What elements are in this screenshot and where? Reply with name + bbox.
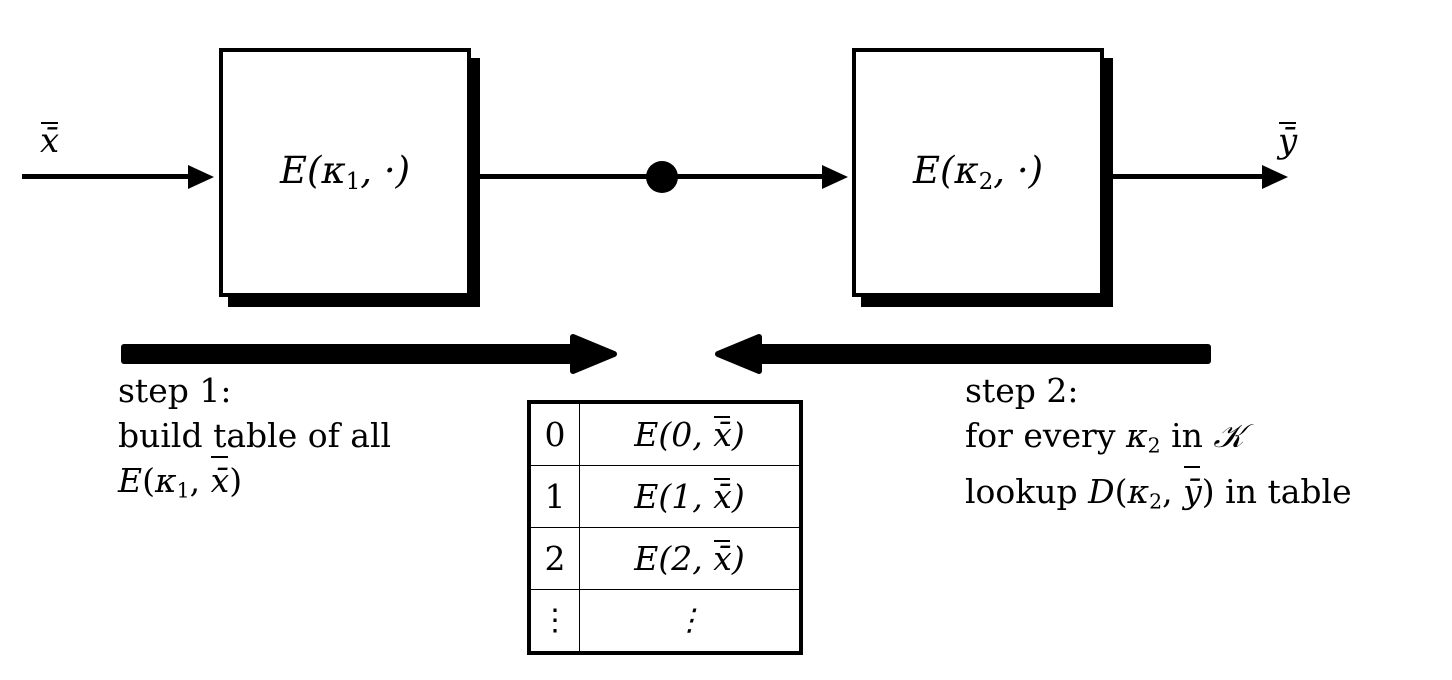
table-row[interactable]: 1 E(1, x̄) [528, 465, 802, 528]
step1-line2: build table of all [118, 416, 392, 455]
table-cell-value-ellipsis: ⋮ [579, 589, 802, 654]
encryption-box-1[interactable]: E(κ1, ·) [219, 48, 471, 297]
table-cell-key: 2 [528, 527, 580, 590]
enc2-input-arrowhead-icon [822, 165, 848, 189]
step2-heading: step 2: [965, 371, 1079, 410]
step1-arrow-icon [121, 334, 617, 374]
output-label-y-bar: ȳ [1278, 121, 1298, 161]
precomputed-encryption-table[interactable]: 0 E(0, x̄) 1 E(1, x̄) 2 E(2, x̄) ⋮ ⋮ [527, 400, 803, 655]
step2-caption: step 2: for every κ2 in 𝒦 lookup D(κ2, y… [965, 368, 1352, 524]
enc1-label: E(κ1, ·) [279, 148, 411, 195]
table-cell-value: E(2, x̄) [579, 527, 802, 590]
output-wire [1104, 174, 1268, 179]
input-wire [22, 174, 192, 179]
step1-line3: E(κ1, x̄) [118, 455, 391, 514]
output-arrowhead-icon [1262, 165, 1288, 189]
input-label-text: x̄ [40, 121, 60, 161]
table-row[interactable]: 0 E(0, x̄) [528, 401, 802, 466]
input-label-x-bar: x̄ [40, 121, 60, 161]
table-cell-key-ellipsis: ⋮ [528, 589, 580, 654]
table-cell-key: 1 [528, 465, 580, 528]
step2-line2: for every κ2 in 𝒦 [965, 416, 1245, 458]
table-cell-value: E(1, x̄) [579, 465, 802, 528]
table-cell-value: E(0, x̄) [579, 401, 802, 466]
enc2-label: E(κ2, ·) [912, 148, 1044, 195]
input-arrowhead-icon [188, 165, 214, 189]
table-row: ⋮ ⋮ [528, 589, 802, 654]
step2-arrow-icon [715, 334, 1211, 374]
step2-line3: lookup D(κ2, ȳ) in table [965, 466, 1352, 525]
encryption-box-2[interactable]: E(κ2, ·) [852, 48, 1104, 297]
output-label-text: ȳ [1278, 121, 1298, 161]
step1-heading: step 1: [118, 371, 232, 410]
table-cell-key: 0 [528, 401, 580, 466]
junction-dot-icon [646, 161, 678, 193]
table-row[interactable]: 2 E(2, x̄) [528, 527, 802, 590]
step1-caption: step 1: build table of all E(κ1, x̄) [118, 368, 391, 514]
